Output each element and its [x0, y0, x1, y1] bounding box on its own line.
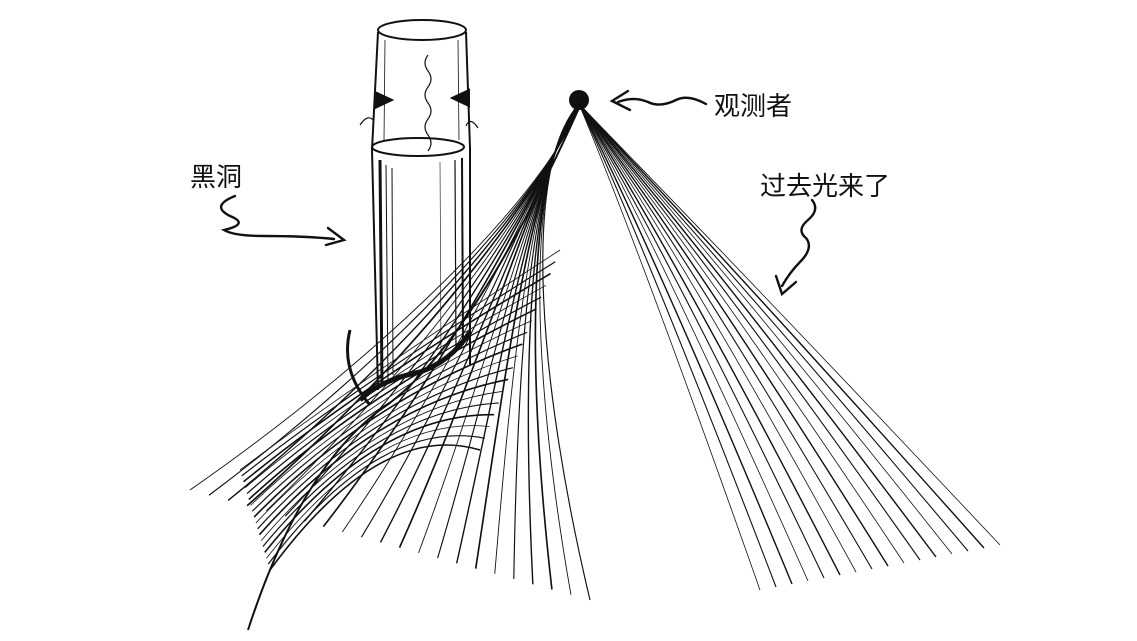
light-ray: [257, 367, 514, 530]
light-ray: [578, 103, 777, 588]
past-light-cone-right-rays: [578, 103, 1001, 591]
observer-arrow: [609, 89, 708, 112]
light-ray: [474, 103, 580, 569]
light-ray: [241, 261, 556, 477]
light-ray: [578, 103, 1001, 546]
light-ray: [578, 103, 793, 585]
light-ray: [303, 103, 580, 522]
light-ray: [266, 425, 490, 559]
light-ray: [578, 103, 905, 564]
past-light-label: 过去光来了: [760, 172, 891, 202]
light-ray: [260, 390, 504, 541]
light-ray: [267, 435, 485, 565]
light-ray: [251, 331, 528, 512]
light-ray: [578, 103, 953, 555]
light-ray: [578, 103, 985, 549]
light-ray: [246, 296, 542, 494]
light-ray: [578, 103, 841, 576]
light-ray: [578, 103, 937, 558]
light-ray: [255, 355, 518, 524]
light-ray: [265, 103, 580, 512]
past-light-arrow: [774, 198, 817, 297]
black-hole-label: 黑洞: [190, 163, 243, 193]
light-ray: [189, 103, 580, 491]
light-ray: [578, 103, 969, 552]
light-ray: [542, 103, 591, 601]
light-ray: [243, 272, 551, 483]
light-ray: [578, 103, 889, 567]
light-ray: [262, 402, 499, 547]
light-ray: [578, 103, 761, 591]
light-ray: [258, 378, 509, 536]
light-ray: [494, 103, 580, 574]
light-ray: [578, 103, 809, 582]
black-hole-arrow: [220, 194, 347, 247]
light-ray: [248, 308, 537, 501]
observer-label: 观测者: [714, 92, 793, 122]
observer-dot: [569, 90, 589, 110]
black-hole-cylinder: [346, 19, 479, 406]
light-ray: [578, 103, 873, 570]
cone-shading-near-black-hole: [239, 107, 580, 631]
light-ray: [253, 343, 523, 518]
light-ray: [239, 249, 561, 471]
light-ray: [578, 103, 857, 573]
light-ray: [247, 107, 580, 631]
light-ray: [250, 320, 532, 506]
light-ray: [269, 444, 481, 571]
light-ray: [578, 103, 921, 561]
light-ray: [578, 103, 825, 579]
light-ray: [246, 103, 580, 507]
past-light-cone-left-rays: [189, 103, 591, 601]
